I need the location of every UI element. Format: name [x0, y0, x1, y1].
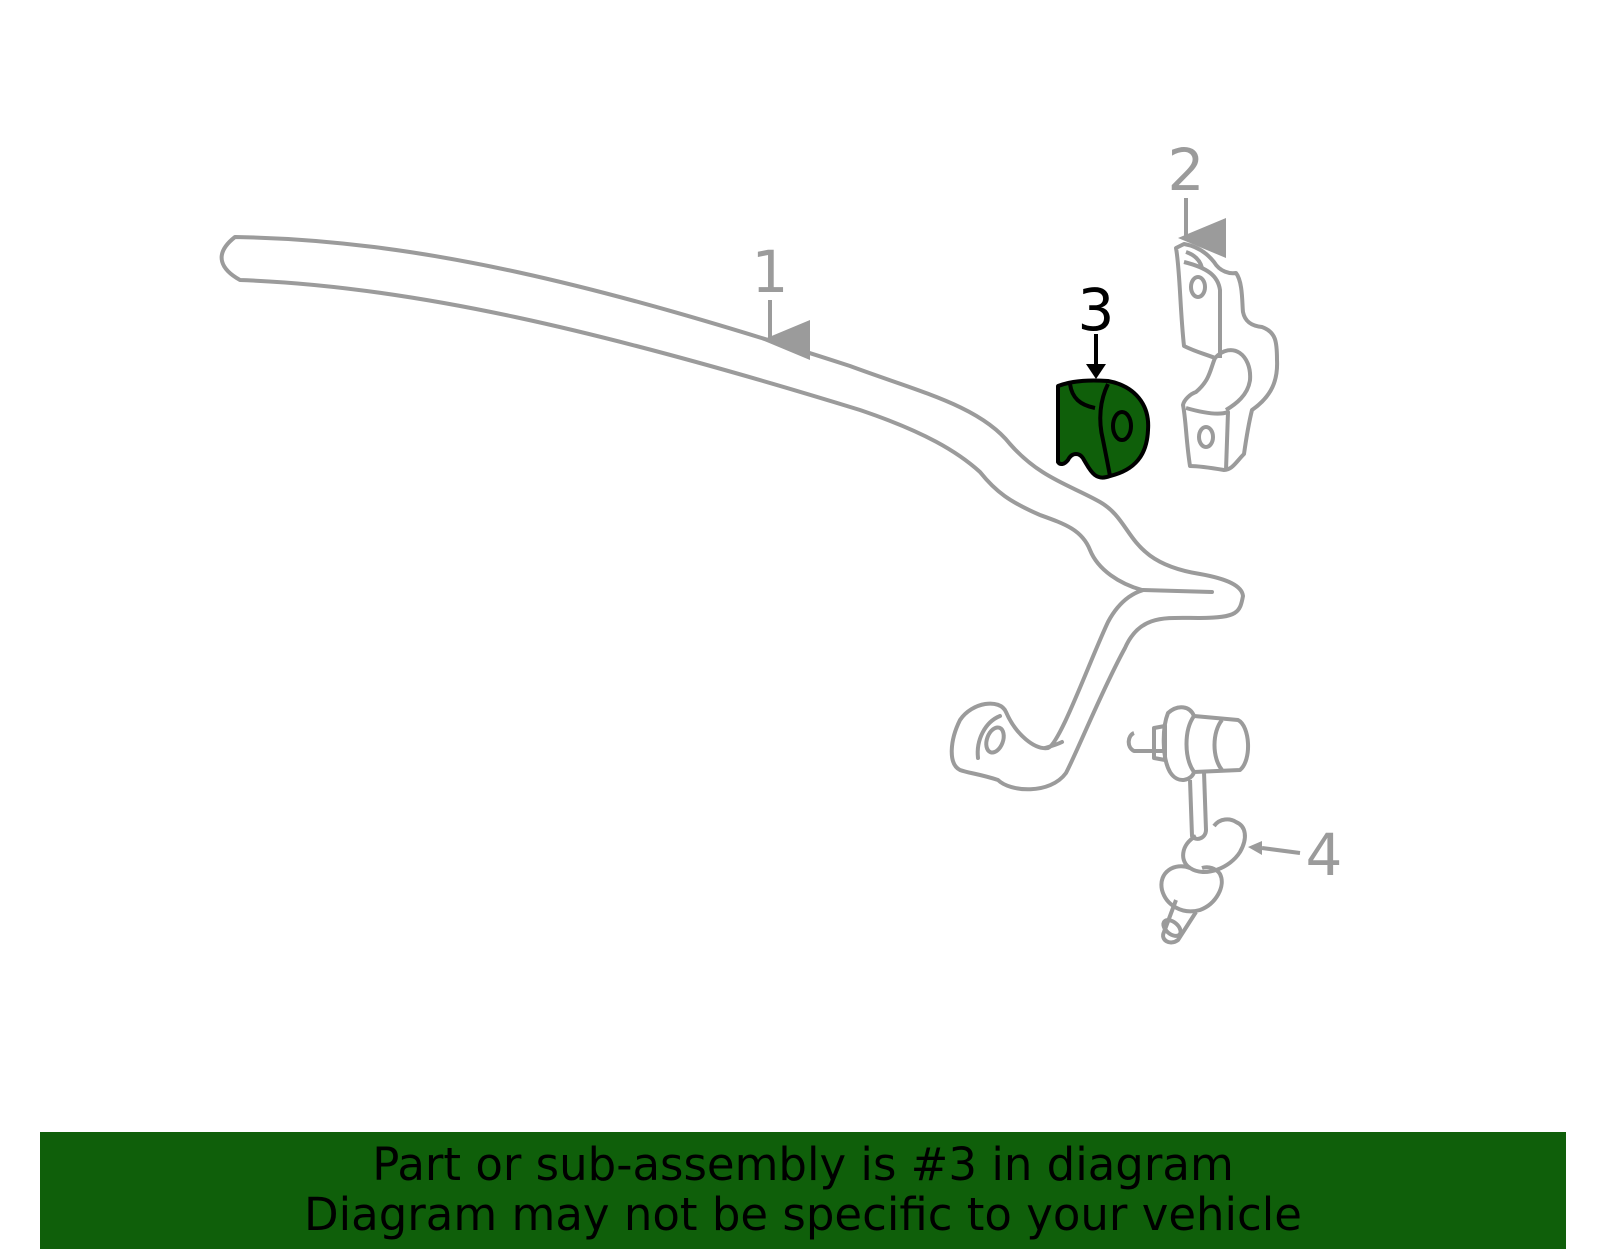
callout-3-number: 3: [1078, 276, 1115, 344]
bracket-part[interactable]: [1174, 242, 1280, 472]
callout-4-arrow: [1261, 846, 1301, 855]
diagram-drawing: 1 2 3 4: [219, 136, 1342, 945]
callout-4-arrowhead: [1248, 841, 1262, 855]
stabilizer-bar-part[interactable]: [219, 235, 1245, 792]
bushing-part[interactable]: [1056, 378, 1151, 480]
callout-3: 3: [1078, 276, 1115, 379]
info-banner: Part or sub-assembly is #3 in diagram Di…: [40, 1132, 1566, 1249]
callout-4: 4: [1248, 821, 1342, 889]
banner-line-2: Diagram may not be specific to your vehi…: [304, 1188, 1302, 1241]
callout-1-number: 1: [752, 238, 789, 306]
callout-3-arrowhead: [1086, 364, 1106, 379]
stabilizer-link-part[interactable]: [1126, 705, 1250, 945]
banner-line-1: Part or sub-assembly is #3 in diagram: [372, 1138, 1234, 1191]
callout-2: 2: [1168, 136, 1226, 258]
callout-1: 1: [752, 238, 810, 360]
callout-4-number: 4: [1306, 821, 1343, 889]
callout-2-number: 2: [1168, 136, 1205, 204]
